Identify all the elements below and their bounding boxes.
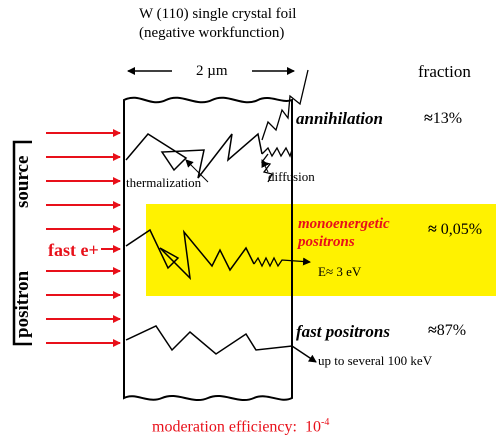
trajectory-moderated xyxy=(125,228,255,281)
source-bracket xyxy=(12,140,32,346)
fraction-heading: fraction xyxy=(418,62,471,81)
diffusion-pointer xyxy=(261,159,269,173)
tungsten-foil xyxy=(123,96,293,401)
foil-title-line2: (negative workfunction) xyxy=(139,25,285,41)
moderated-fraction: ≈ 0,05% xyxy=(428,221,483,238)
trajectory-diffusion-up xyxy=(261,69,309,141)
moderation-efficiency: moderation efficiency: 10-4 xyxy=(152,417,330,436)
moderated-energy: E≈ 3 eV xyxy=(318,264,362,279)
fast-fraction: ≈87% xyxy=(428,322,467,339)
thermalization-label: thermalization xyxy=(126,175,202,190)
annihilation-fraction: ≈13% xyxy=(424,110,463,127)
monoenergetic-label-line1: monoenergetic xyxy=(298,216,390,232)
foil-thickness-label: 2 µm xyxy=(196,63,228,79)
source-label-source: source xyxy=(12,155,33,208)
fast-energy: up to several 100 keV xyxy=(318,353,433,368)
monoenergetic-label-line2: positrons xyxy=(298,234,355,250)
trajectory-fast xyxy=(125,325,317,363)
thermalization-pointer xyxy=(185,159,209,183)
foil-title-line1: W (110) single crystal foil xyxy=(139,6,297,22)
annihilation-label: annihilation xyxy=(296,109,383,128)
source-label-positron: positron xyxy=(12,270,33,338)
diffusion-label: diffusion xyxy=(268,169,315,184)
fast-positrons-label: fast positrons xyxy=(296,322,390,341)
moderation-highlight-band xyxy=(146,204,496,296)
trajectory-moderated-exit xyxy=(253,256,311,268)
incident-positron-arrows xyxy=(46,129,121,347)
trajectory-annihilation xyxy=(125,132,263,179)
fast-e-plus-label: fast e+ xyxy=(46,240,101,260)
